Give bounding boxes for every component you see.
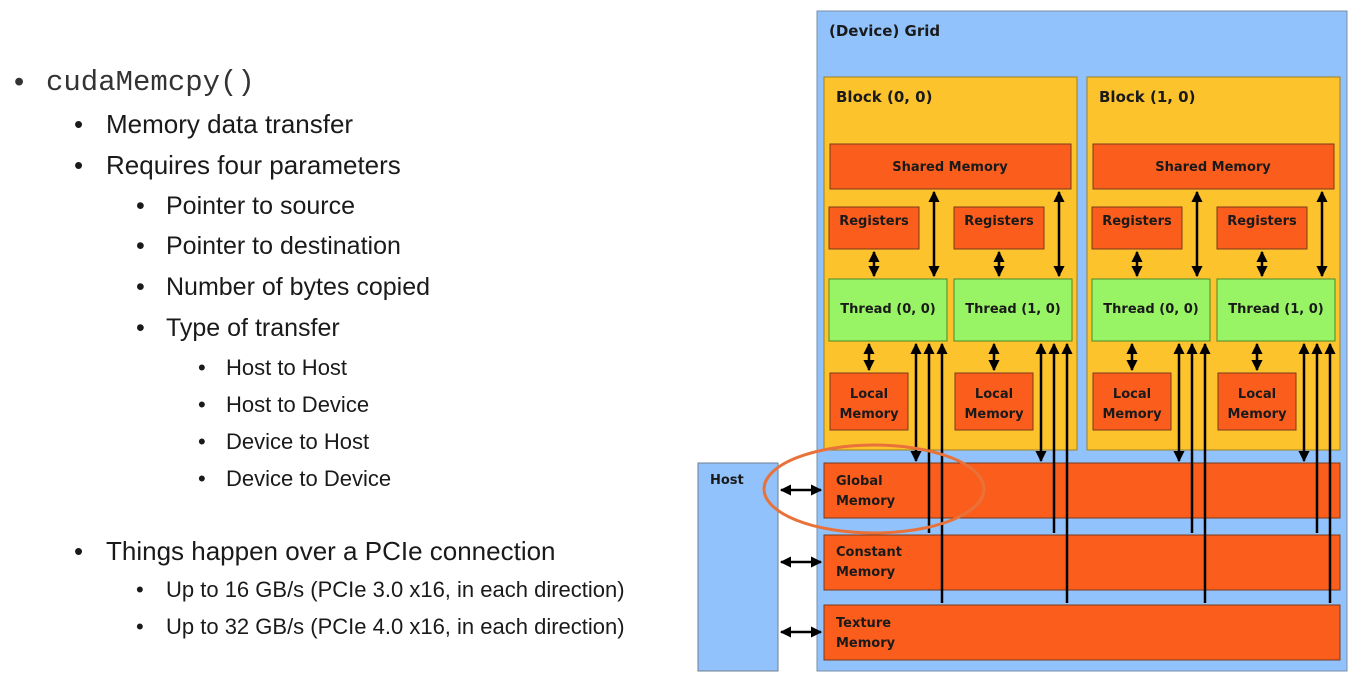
arrows [779, 190, 1336, 638]
pcie-sub-1: •Up to 32 GB/s (PCIe 4.0 x16, in each di… [136, 614, 625, 639]
local-memory-10 [954, 372, 1034, 431]
local-memory-01 [1092, 372, 1172, 431]
block-0-label: Block (0, 0) [836, 88, 932, 106]
registers-00 [828, 206, 920, 250]
type-item-0: •Host to Host [198, 355, 348, 380]
thread-10-b0-label: Thread (1, 0) [965, 302, 1060, 317]
pcie-sub-0: •Up to 16 GB/s (PCIe 3.0 x16, in each di… [136, 577, 625, 602]
host-label: Host [710, 473, 744, 488]
registers-10-label: Registers [964, 214, 1034, 229]
registers-10 [953, 206, 1045, 250]
shared-memory-0 [829, 143, 1072, 190]
bullet-item-0: •Memory data transfer [74, 109, 354, 139]
global-memory-highlight [762, 443, 986, 535]
param-item-2: •Number of bytes copied [136, 273, 431, 301]
thread-10-b1 [1216, 278, 1336, 342]
registers-11 [1216, 206, 1308, 250]
thread-00-b1 [1091, 278, 1211, 342]
local-memory-11 [1217, 372, 1297, 431]
grid-label: (Device) Grid [829, 22, 940, 40]
function-name: cudaMemcpy() [46, 66, 255, 99]
thread-00-b1-label: Thread (0, 0) [1103, 302, 1198, 317]
registers-01 [1091, 206, 1183, 250]
registers-00-label: Registers [839, 214, 909, 229]
type-item-3: •Device to Device [198, 466, 392, 491]
param-item-1: •Pointer to destination [136, 232, 401, 260]
block-1-label: Block (1, 0) [1099, 88, 1195, 106]
thread-10-b1-label: Thread (1, 0) [1228, 302, 1323, 317]
local-memory-00 [829, 372, 909, 431]
bullet-cudamemcpy: • cudaMemcpy() [14, 66, 255, 99]
texture-memory [823, 604, 1341, 661]
thread-00-b0-label: Thread (0, 0) [840, 302, 935, 317]
shared-memory-1-label: Shared Memory [1155, 160, 1271, 175]
param-item-0: •Pointer to source [136, 192, 355, 220]
shared-memory-0-label: Shared Memory [892, 160, 1008, 175]
bullet-list: • cudaMemcpy() •Memory data transfer •Re… [14, 66, 625, 639]
bullet-item-1: •Requires four parameters [74, 150, 401, 180]
param-item-3: •Type of transfer [136, 314, 340, 342]
thread-10-b0 [953, 278, 1073, 342]
constant-memory [823, 534, 1341, 591]
global-memory [823, 462, 1341, 519]
shared-memory-1 [1092, 143, 1335, 190]
bullet-pcie: •Things happen over a PCIe connection [74, 536, 556, 566]
thread-00-b0 [828, 278, 948, 342]
type-item-2: •Device to Host [198, 429, 370, 454]
type-item-1: •Host to Device [198, 392, 370, 417]
registers-01-label: Registers [1102, 214, 1172, 229]
registers-11-label: Registers [1227, 214, 1297, 229]
